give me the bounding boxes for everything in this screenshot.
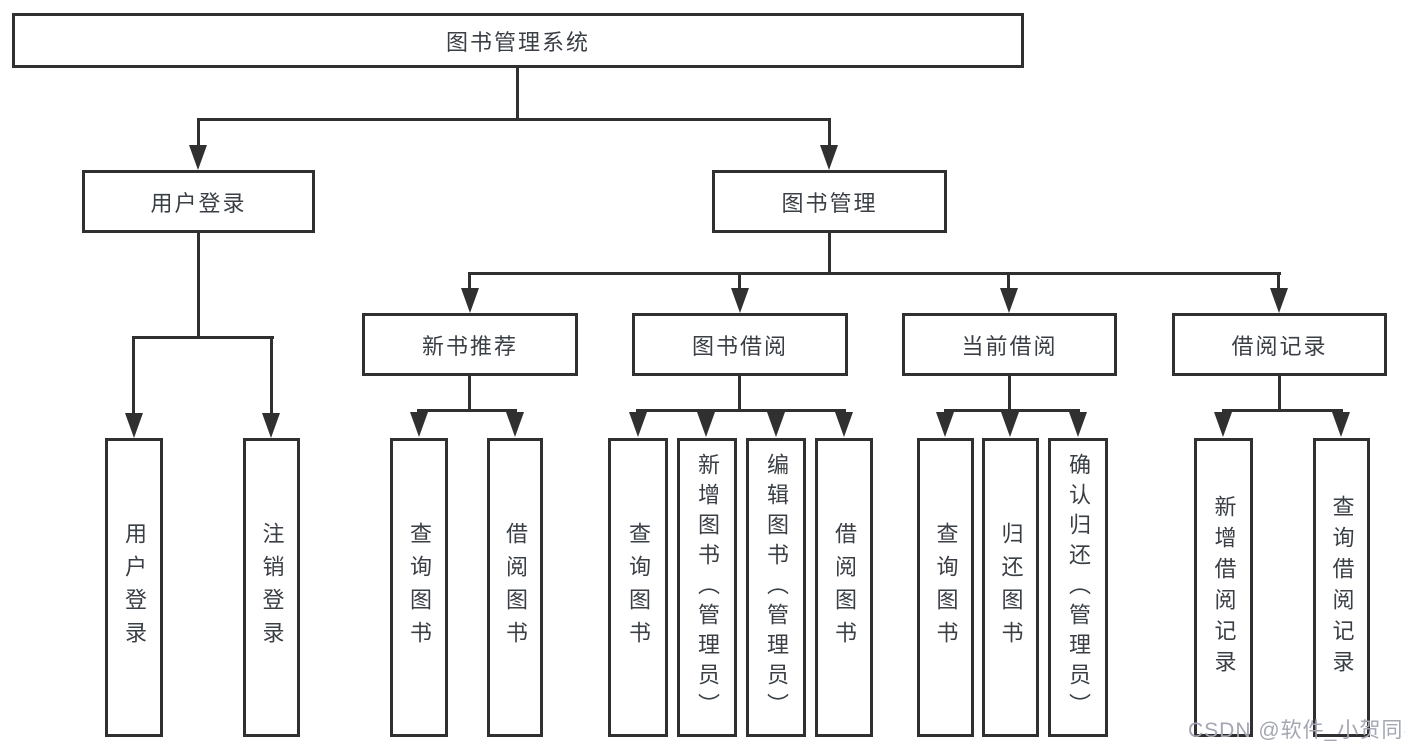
connector-line [828, 233, 831, 272]
leaf-bb-borrow-books: 借阅图书 [815, 438, 873, 737]
node-label: 注销登录 [259, 521, 285, 654]
leaf-logout: 注销登录 [243, 438, 300, 737]
leaf-bb-add-books-admin: 新增图书（管理员） [677, 438, 737, 737]
node-library-management-system: 图书管理系统 [12, 13, 1024, 68]
leaf-bb-query-books: 查询图书 [608, 438, 668, 737]
connector-line [1007, 272, 1010, 290]
arrow-down-icon [1270, 288, 1288, 313]
node-label: 查询图书 [626, 521, 651, 654]
connector-line [944, 409, 1080, 412]
leaf-nbr-borrow-books: 借阅图书 [487, 438, 543, 737]
leaf-br-query-borrow-record: 查询借阅记录 [1313, 438, 1370, 737]
arrow-down-icon [262, 413, 280, 438]
connector-line [468, 376, 471, 409]
node-user-login: 用户登录 [82, 170, 315, 233]
node-label: 图书管理系统 [445, 29, 590, 55]
node-label: 图书借阅 [691, 333, 788, 359]
arrow-down-icon [767, 412, 785, 437]
node-label: 借阅记录 [1231, 333, 1328, 359]
arrow-down-icon [1001, 412, 1019, 437]
connector-line [468, 272, 1281, 275]
arrow-down-icon [125, 413, 143, 438]
node-label: 新增借阅记录 [1211, 494, 1237, 681]
node-label: 查询图书 [933, 521, 959, 654]
arrow-down-icon [629, 412, 647, 437]
node-label: 借阅图书 [503, 521, 528, 654]
leaf-bb-edit-books-admin: 编辑图书（管理员） [746, 438, 806, 737]
arrow-down-icon [461, 288, 479, 313]
node-label: 查询借阅记录 [1329, 494, 1355, 681]
arrow-down-icon [1214, 412, 1232, 437]
connector-line [197, 233, 200, 336]
node-label: 编辑图书（管理员） [764, 452, 789, 723]
arrow-down-icon [731, 288, 749, 313]
connector-line [738, 376, 741, 409]
connector-line [738, 272, 741, 290]
arrow-down-icon [697, 412, 715, 437]
node-current-borrowing: 当前借阅 [902, 313, 1117, 376]
arrow-down-icon [189, 145, 207, 170]
connector-line [1277, 272, 1280, 290]
node-label: 新书推荐 [421, 333, 518, 359]
leaf-cb-return-books: 归还图书 [982, 438, 1039, 737]
connector-line [1222, 409, 1343, 412]
arrow-down-icon [835, 412, 853, 437]
connector-line [132, 336, 274, 339]
leaf-cb-confirm-return-admin: 确认归还（管理员） [1048, 438, 1108, 737]
watermark: CSDN @软件_小贺同学 [1188, 719, 1405, 742]
arrow-down-icon [936, 412, 954, 437]
connector-line [1278, 376, 1281, 409]
node-label: 新增图书（管理员） [695, 452, 720, 723]
node-label: 用户登录 [122, 521, 147, 654]
leaf-br-add-borrow-record: 新增借阅记录 [1194, 438, 1253, 737]
connector-line [417, 409, 517, 412]
connector-line [270, 336, 273, 414]
leaf-user-login: 用户登录 [105, 438, 163, 737]
leaf-cb-query-books: 查询图书 [917, 438, 974, 737]
connector-line [828, 118, 831, 147]
connector-line [197, 118, 200, 147]
node-label: 归还图书 [998, 521, 1024, 654]
node-label: 当前借阅 [961, 333, 1058, 359]
connector-line [468, 272, 471, 290]
arrow-down-icon [506, 412, 524, 437]
node-book-borrowing: 图书借阅 [632, 313, 848, 376]
connector-line [636, 409, 846, 412]
arrow-down-icon [1332, 412, 1350, 437]
arrow-down-icon [1000, 288, 1018, 313]
node-label: 用户登录 [150, 190, 247, 216]
node-label: 借阅图书 [832, 521, 857, 654]
connector-line [516, 68, 519, 118]
node-new-book-recommendation: 新书推荐 [362, 313, 578, 376]
leaf-nbr-query-books: 查询图书 [390, 438, 448, 737]
node-book-management: 图书管理 [712, 170, 947, 233]
arrow-down-icon [410, 412, 428, 437]
node-label: 查询图书 [407, 521, 432, 654]
arrow-down-icon [820, 145, 838, 170]
connector-line [132, 336, 135, 414]
node-label: 图书管理 [781, 190, 878, 216]
node-borrowing-records: 借阅记录 [1172, 313, 1387, 376]
connector-line [1008, 376, 1011, 409]
connector-line [197, 118, 831, 121]
node-label: 确认归还（管理员） [1066, 452, 1091, 723]
arrow-down-icon [1069, 412, 1087, 437]
